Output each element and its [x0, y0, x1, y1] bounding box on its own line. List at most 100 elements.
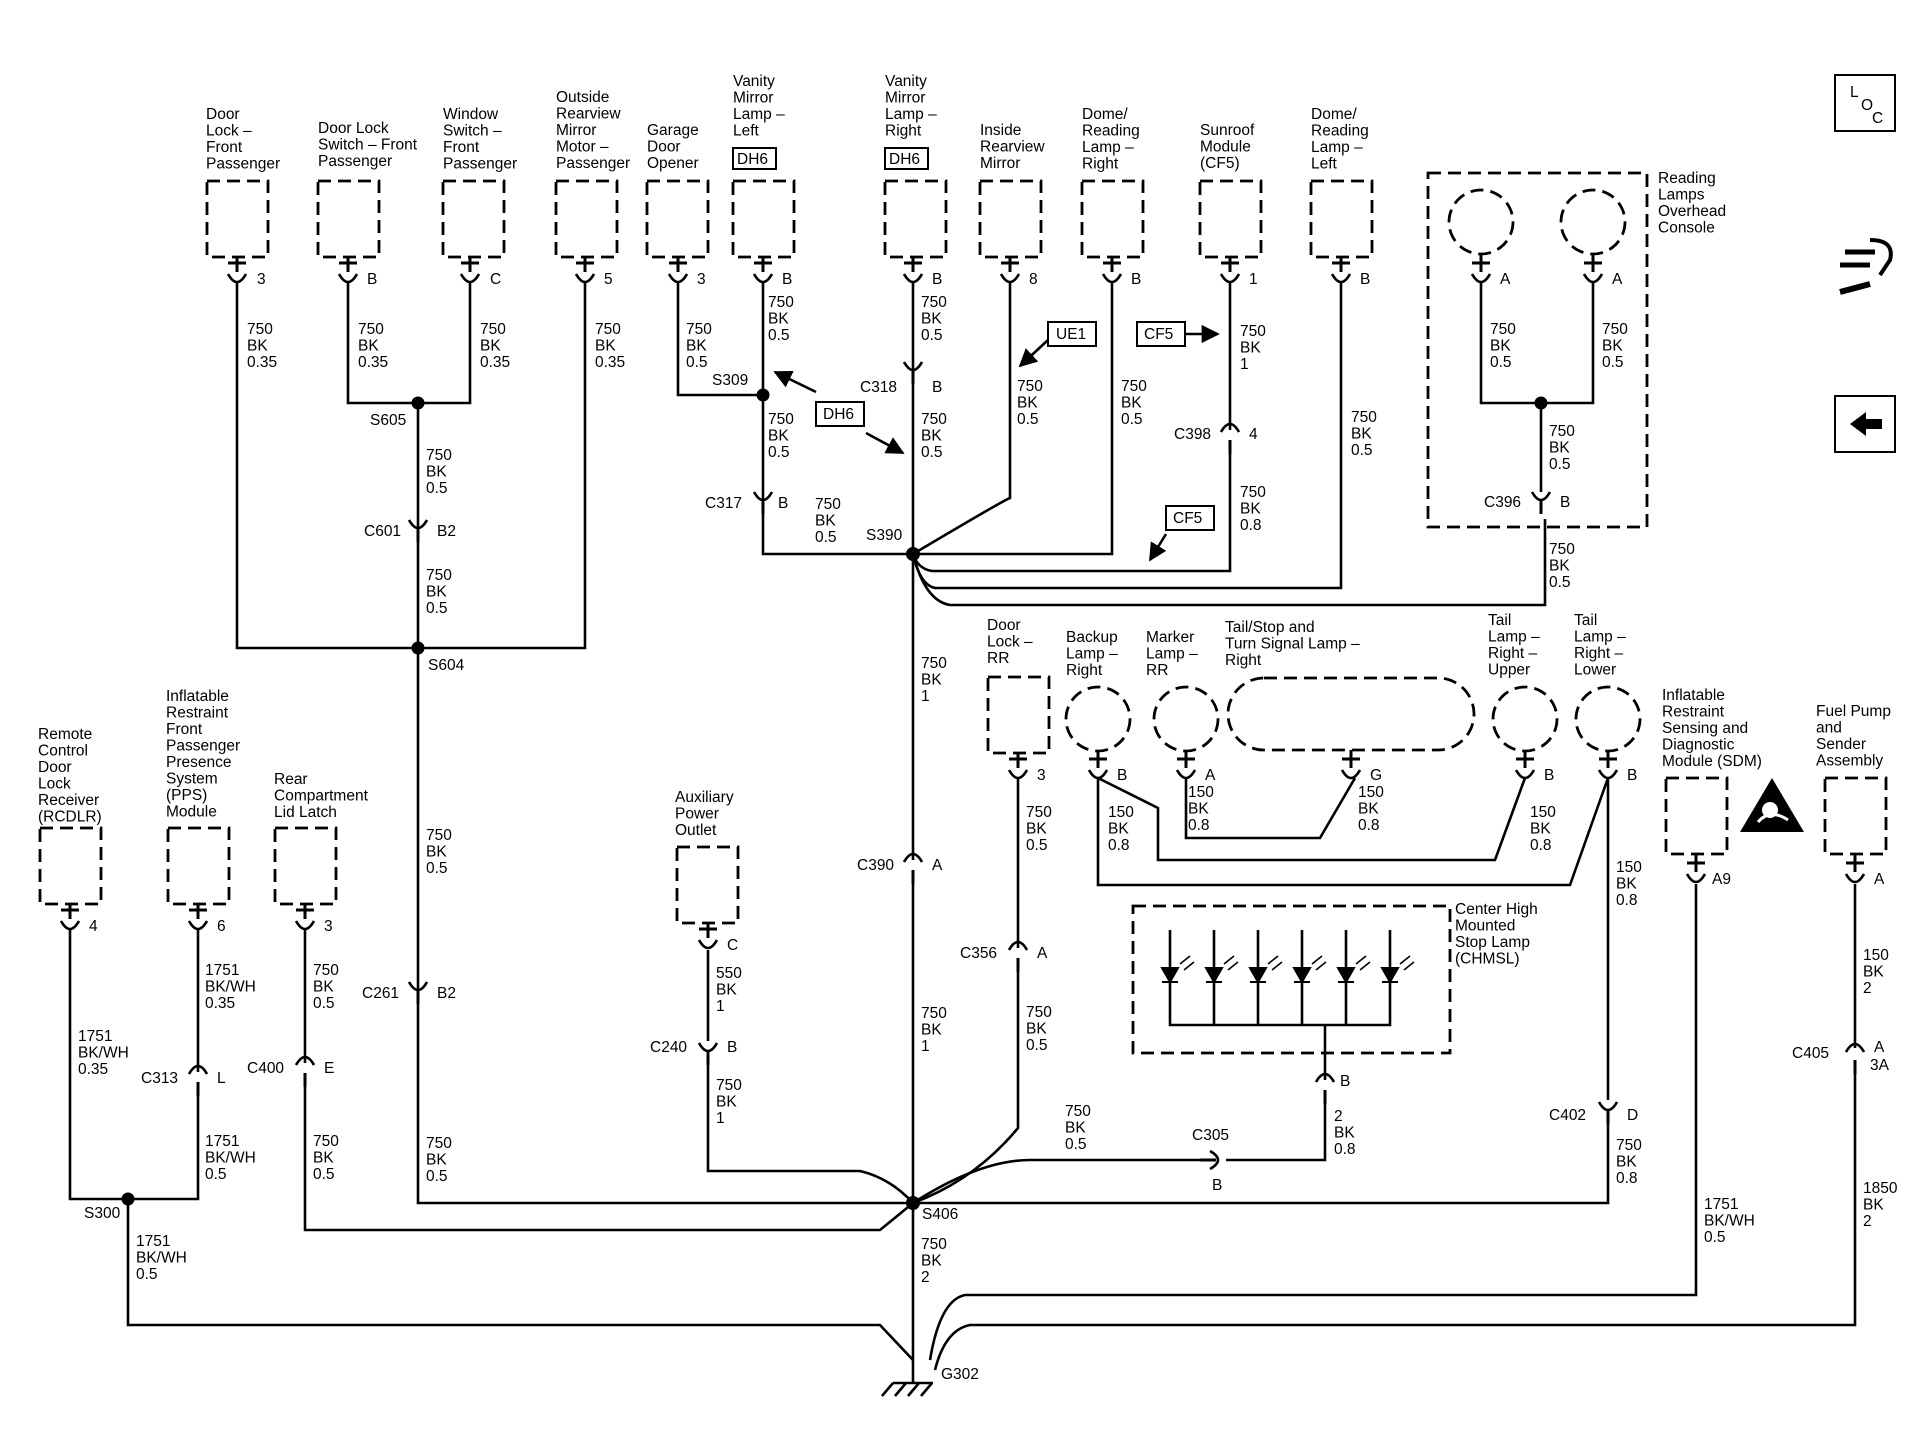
text-line: 2: [1863, 980, 1872, 997]
text-line: Upper: [1488, 662, 1530, 679]
text-line: Inside: [980, 122, 1021, 139]
text-line: 750: [768, 411, 794, 428]
text-line: Passenger: [443, 156, 517, 173]
text-line: 150: [1863, 947, 1889, 964]
text-line: 0.8: [1616, 892, 1638, 909]
text-line: BK: [1121, 395, 1142, 412]
pin-label: 4: [89, 918, 98, 935]
text-line: 0.8: [1188, 817, 1210, 834]
text-line: BK: [1351, 426, 1372, 443]
pin-cups: [59, 273, 1866, 950]
text-line: Receiver: [38, 792, 99, 809]
connector-label: C318: [860, 379, 897, 396]
text-line: Motor –: [556, 139, 609, 156]
text-line: Stop Lamp: [1455, 934, 1530, 951]
text-line: BK: [1549, 558, 1570, 575]
pin-label: A: [1500, 271, 1511, 288]
pin-label: A: [1205, 767, 1216, 784]
text-line: BK: [1026, 1021, 1047, 1038]
text-line: Center High: [1455, 901, 1538, 918]
text-line: BK/WH: [205, 979, 256, 996]
text-line: BK: [1602, 338, 1623, 355]
text-line: Front: [443, 139, 480, 156]
option-arrows: [773, 324, 1220, 562]
text-line: BK: [1240, 501, 1261, 518]
text-line: BK: [426, 464, 447, 481]
text-line: 750: [1121, 378, 1147, 395]
connector-label: B: [778, 495, 788, 512]
connector-label: C305: [1192, 1127, 1229, 1144]
text-line: 750: [1017, 378, 1043, 395]
light-ray-icon: [1311, 955, 1327, 971]
connector-label: E: [324, 1060, 334, 1077]
text-line: Lid Latch: [274, 804, 337, 821]
text-line: BK: [313, 979, 334, 996]
text-line: 0.8: [1108, 837, 1130, 854]
pin-label: 8: [1029, 271, 1038, 288]
light-ray-icon: [1223, 955, 1239, 971]
pin-label: A: [1874, 871, 1885, 888]
connector-label: 3A: [1870, 1057, 1890, 1074]
pin-label: B: [932, 271, 942, 288]
text-line: (RCDLR): [38, 809, 102, 826]
location-button[interactable]: [1834, 74, 1896, 132]
pin-label: 3: [257, 271, 266, 288]
text-line: 0.5: [313, 995, 335, 1012]
text-line: BK: [1863, 964, 1884, 981]
text-line: Rearview: [556, 106, 621, 123]
text-line: Mirror: [733, 90, 773, 107]
text-line: 0.8: [1530, 837, 1552, 854]
text-line: 0.35: [78, 1061, 108, 1078]
text-line: BK: [1026, 821, 1047, 838]
text-line: BK: [1065, 1120, 1086, 1137]
text-line: BK: [815, 513, 836, 530]
splice-label: S605: [370, 412, 406, 429]
text-line: 750: [426, 567, 452, 584]
text-line: RR: [1146, 662, 1168, 679]
text-line: Right: [1225, 652, 1262, 669]
pin-stubs: [61, 254, 1864, 938]
text-line: Diagnostic: [1662, 737, 1735, 754]
pin-label: 5: [604, 271, 613, 288]
connector-label: C356: [960, 945, 997, 962]
text-line: Door: [987, 617, 1021, 634]
text-line: BK: [1530, 821, 1551, 838]
text-line: 0.35: [358, 354, 388, 371]
connector-wrench-icon[interactable]: [1839, 238, 1893, 295]
text-line: Reading: [1658, 170, 1716, 187]
text-line: 2: [921, 1269, 930, 1286]
text-line: 1751: [205, 1133, 239, 1150]
pin-label: G: [1370, 767, 1382, 784]
text-line: 0.5: [426, 1168, 448, 1185]
text-line: 750: [313, 1133, 339, 1150]
splice-label: S390: [866, 527, 903, 544]
text-line: 150: [1616, 859, 1642, 876]
text-line: BK: [921, 672, 942, 689]
text-line: Sensing and: [1662, 720, 1748, 737]
text-line: 0.5: [136, 1266, 158, 1283]
text-line: 0.5: [426, 480, 448, 497]
text-line: Module (SDM): [1662, 753, 1762, 770]
